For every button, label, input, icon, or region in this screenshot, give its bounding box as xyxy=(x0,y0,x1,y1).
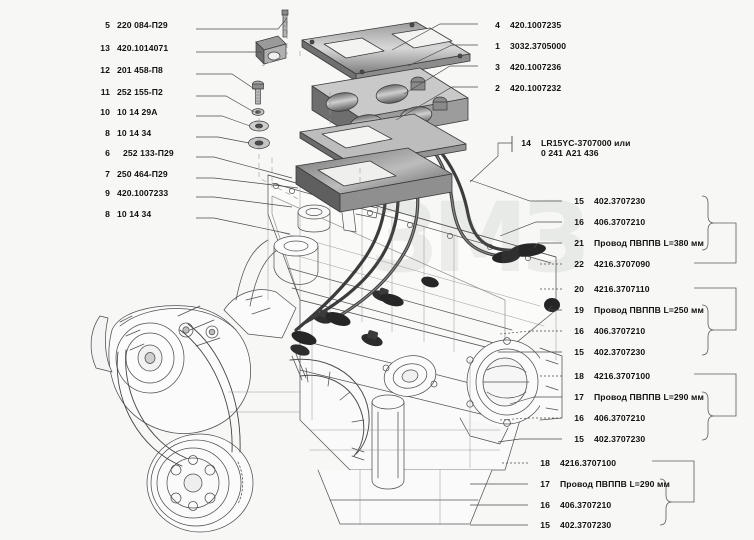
callout-number: 16 xyxy=(540,500,550,510)
callout-label[interactable]: 5 220 084-П29 xyxy=(88,20,168,30)
callout-text: Провод ПВППВ L=250 мм xyxy=(594,305,704,315)
callout-label[interactable]: 3 420.1007236 xyxy=(486,62,561,72)
callout-text: 406.3707210 xyxy=(594,413,646,423)
callout-text: 252 155-П2 xyxy=(117,87,163,97)
callout-number: 15 xyxy=(574,196,584,206)
callout-text: 406.3707210 xyxy=(594,217,646,227)
callout-label[interactable]: 13 420.1014071 xyxy=(88,43,168,53)
callout-text: 406.3707210 xyxy=(560,500,612,510)
callout-label[interactable]: 1 3032.3705000 xyxy=(486,41,566,51)
callout-text: Провод ПВППВ L=290 мм xyxy=(560,479,670,489)
callout-text: 10 14 29А xyxy=(117,107,158,117)
callout-label[interactable]: 8 10 14 34 xyxy=(88,209,151,219)
callout-number: 2 xyxy=(495,83,500,93)
callout-label[interactable]: 16 406.3707210 xyxy=(570,326,645,336)
callout-number: 1 xyxy=(495,41,500,51)
callout-label[interactable]: 22 4216.3707090 xyxy=(570,259,650,269)
callout-number: 14 xyxy=(521,138,531,148)
callout-number: 10 xyxy=(100,107,110,117)
callout-label[interactable]: 7 250 464-П29 xyxy=(88,169,168,179)
callout-text: 4216.3707110 xyxy=(594,284,650,294)
callout-label[interactable]: 16 406.3707210 xyxy=(536,500,611,510)
callout-number: 16 xyxy=(574,217,584,227)
callout-label[interactable]: 15 402.3707230 xyxy=(570,434,645,444)
callout-label[interactable]: 17 Провод ПВППВ L=290 мм xyxy=(536,479,670,489)
callout-number: 20 xyxy=(574,284,584,294)
callout-number: 19 xyxy=(574,305,584,315)
callout-label[interactable]: 15 402.3707230 xyxy=(570,347,645,357)
watermark: ЗМЗ xyxy=(370,182,590,294)
callout-number: 11 xyxy=(100,87,110,97)
callout-text: 402.3707230 xyxy=(594,434,646,444)
callout-label[interactable]: 12 201 458-П8 xyxy=(88,65,163,75)
callout-text: 406.3707210 xyxy=(594,326,646,336)
callout-label[interactable]: 9 420.1007233 xyxy=(88,188,168,198)
callout-text: 402.3707230 xyxy=(594,347,646,357)
callout-number: 15 xyxy=(574,434,584,444)
callout-number: 9 xyxy=(105,188,110,198)
callout-number: 18 xyxy=(574,371,584,381)
callout-number: 16 xyxy=(574,326,584,336)
callout-label[interactable]: 18 4216.3707100 xyxy=(536,458,616,468)
callout-label-14[interactable]: 14 LR15YC-3707000 или 0 241 А21 436 xyxy=(517,138,630,158)
callout-number: 12 xyxy=(100,65,110,75)
callout-label[interactable]: 21 Провод ПВППВ L=380 мм xyxy=(570,238,704,248)
callout-text: 4216.3707090 xyxy=(594,259,651,269)
callout-number: 17 xyxy=(540,479,550,489)
callout-label[interactable]: 2 420.1007232 xyxy=(486,83,561,93)
callout-text: 10 14 34 xyxy=(117,209,152,219)
callout-number: 8 xyxy=(105,128,110,138)
callout-number: 15 xyxy=(540,520,550,530)
callout-text: 201 458-П8 xyxy=(117,65,163,75)
callout-text: 10 14 34 xyxy=(117,128,152,138)
callout-label[interactable]: 11 252 155-П2 xyxy=(88,87,163,97)
callout-text: 420.1007233 xyxy=(117,188,169,198)
callout-text: 252 133-П29 xyxy=(123,148,174,158)
callout-text: 420.1014071 xyxy=(117,43,169,53)
callout-label[interactable]: 15 402.3707230 xyxy=(570,196,645,206)
callout-number: 16 xyxy=(574,413,584,423)
callout-text: 220 084-П29 xyxy=(117,20,168,30)
callout-number: 4 xyxy=(495,20,500,30)
callout-number: 17 xyxy=(574,392,584,402)
callout-label[interactable]: 10 10 14 29А xyxy=(88,107,158,117)
callout-label[interactable]: 19 Провод ПВППВ L=250 мм xyxy=(570,305,704,315)
callout-label[interactable]: 4 420.1007235 xyxy=(486,20,561,30)
callout-text-line2: 0 241 А21 436 xyxy=(541,148,599,158)
callout-label[interactable]: 18 4216.3707100 xyxy=(570,371,650,381)
callout-label[interactable]: 15 402.3707230 xyxy=(536,520,611,530)
callout-label[interactable]: 17 Провод ПВППВ L=290 мм xyxy=(570,392,704,402)
callout-text: 4216.3707100 xyxy=(594,371,651,381)
callout-label[interactable]: 6 252 133-П29 xyxy=(88,148,174,158)
callout-number: 18 xyxy=(540,458,550,468)
callout-label[interactable]: 8 10 14 34 xyxy=(88,128,151,138)
callout-number: 3 xyxy=(495,62,500,72)
callout-number: 5 xyxy=(105,20,110,30)
callout-text: Провод ПВППВ L=290 мм xyxy=(594,392,704,402)
callout-label[interactable]: 16 406.3707210 xyxy=(570,217,645,227)
callout-number: 8 xyxy=(105,209,110,219)
callout-number: 7 xyxy=(105,169,110,179)
callout-label[interactable]: 16 406.3707210 xyxy=(570,413,645,423)
callout-number: 13 xyxy=(100,43,110,53)
callout-label[interactable]: 20 4216.3707110 xyxy=(570,284,650,294)
callout-text-line1: LR15YC-3707000 или xyxy=(541,138,631,148)
callout-text: 420.1007232 xyxy=(510,83,562,93)
callout-text: 402.3707230 xyxy=(594,196,646,206)
callout-text: 4216.3707100 xyxy=(560,458,617,468)
callout-number: 6 xyxy=(105,148,110,158)
callout-number: 22 xyxy=(574,259,584,269)
callout-text: Провод ПВППВ L=380 мм xyxy=(594,238,704,248)
callout-text: 3032.3705000 xyxy=(510,41,567,51)
callout-text: 420.1007236 xyxy=(510,62,562,72)
callout-text: 250 464-П29 xyxy=(117,169,168,179)
callout-number: 21 xyxy=(574,238,584,248)
callout-number: 15 xyxy=(574,347,584,357)
callout-text: 420.1007235 xyxy=(510,20,562,30)
callout-text: 402.3707230 xyxy=(560,520,612,530)
